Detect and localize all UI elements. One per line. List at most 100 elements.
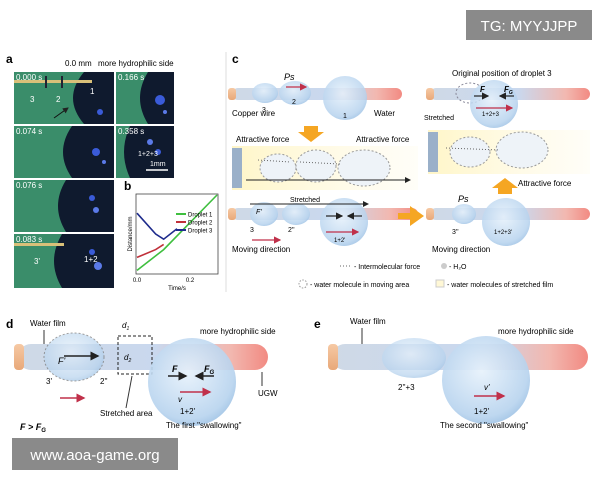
flow-arrow-right bbox=[398, 206, 424, 226]
force-f-label: F bbox=[172, 364, 178, 374]
hydrophilic-label: more hydrophilic side bbox=[200, 327, 276, 336]
droplet-2-label: 2 bbox=[292, 99, 296, 106]
intermolecular-line bbox=[299, 161, 341, 165]
wire-e-tip bbox=[328, 344, 338, 370]
merged-label-e: 1+2' bbox=[474, 407, 490, 416]
attractive-force-label-right: Attractive force bbox=[356, 135, 410, 144]
droplet-2pp-3 bbox=[382, 338, 446, 378]
panel-c-label: c bbox=[232, 52, 239, 66]
legend-intermolecular: - Intermolecular force bbox=[354, 264, 420, 271]
legend-moving-swatch bbox=[298, 279, 308, 289]
ugw-label: UGW bbox=[258, 389, 278, 398]
wire-bottom-right bbox=[426, 198, 590, 246]
frame-time: 0.083 s bbox=[16, 235, 42, 244]
stretched-label-2: Stretched bbox=[290, 197, 320, 204]
panel-c: c Ps Copper wire Water 3 2 1 Original po… bbox=[228, 52, 590, 289]
droplet-label: 3' bbox=[34, 257, 40, 266]
legend-moving: - water molecule in moving area bbox=[310, 282, 409, 289]
legend-h2o-swatch bbox=[441, 263, 447, 269]
droplet-3prime bbox=[43, 332, 105, 382]
x-axis-label: Time/s bbox=[168, 286, 186, 292]
panel-d-caption: The first "swallowing" bbox=[166, 421, 242, 430]
original-position-label: Original position of droplet 3 bbox=[452, 69, 552, 78]
stretched-area-pointer bbox=[125, 375, 133, 409]
moving-direction-label: Moving direction bbox=[232, 245, 290, 254]
panel-a: a 0.0 mm more hydrophilic side 0.000 s 3… bbox=[6, 52, 174, 288]
droplet-1-label: 1 bbox=[343, 113, 347, 120]
droplet-2pp-label: 2'' bbox=[100, 377, 108, 386]
water-film-label: Water film bbox=[30, 319, 66, 328]
watermark-top: TG: MYYJJPP bbox=[466, 10, 592, 40]
legend-entry-1: Droplet 1 bbox=[188, 213, 213, 219]
panel-e-caption: The second "swallowing" bbox=[440, 421, 529, 430]
droplet-3-label-b: 3 bbox=[250, 227, 254, 234]
flow-arrow-up bbox=[492, 178, 518, 194]
droplet-label: 1+2 bbox=[84, 255, 98, 264]
merged-123-label: 1+2+3 bbox=[482, 112, 500, 118]
frame-time: 0.358 s bbox=[118, 127, 144, 136]
attractive-force-label-2: Attractive force bbox=[518, 179, 572, 188]
wire-top-right bbox=[426, 80, 590, 128]
fprime-label: F' bbox=[58, 356, 65, 366]
wire-bottom-left bbox=[228, 198, 418, 246]
frame-4: 0.076 s bbox=[14, 180, 114, 232]
watermark-top-text: TG: MYYJJPP bbox=[481, 18, 578, 35]
merged-left-label: 2''+3 bbox=[398, 383, 415, 392]
watermark-bottom: www.aoa-game.org bbox=[12, 438, 178, 470]
force-fg-label: FG bbox=[204, 364, 215, 376]
force-fprime-label: F' bbox=[256, 209, 262, 216]
droplet-label: 2 bbox=[56, 95, 61, 104]
droplet-3pp-label: 3'' bbox=[452, 229, 459, 236]
water-label: Water bbox=[374, 109, 395, 118]
panel-d-label: d bbox=[6, 317, 13, 331]
flow-arrow-down bbox=[298, 126, 324, 142]
frame-time: 0.074 s bbox=[16, 127, 42, 136]
ps-label-2: Ps bbox=[458, 194, 469, 204]
panel-a-header-left: 0.0 mm bbox=[65, 59, 92, 68]
water-film-label-e: Water film bbox=[350, 317, 386, 326]
legend-stretched-swatch bbox=[435, 279, 445, 288]
droplet-2pp-label: 2'' bbox=[288, 227, 295, 234]
chart-series-group bbox=[136, 194, 218, 272]
series-line-2 bbox=[136, 243, 165, 259]
droplet-3-label: 3 bbox=[262, 107, 266, 114]
series-line-1 bbox=[136, 194, 218, 272]
panel-a-header-right: more hydrophilic side bbox=[98, 59, 174, 68]
merged-123b-label: 1+2+3' bbox=[494, 230, 512, 236]
plot-frame bbox=[135, 193, 219, 275]
force-f-label: F bbox=[480, 85, 486, 94]
velocity-label: v bbox=[178, 395, 183, 404]
vprime-label: v' bbox=[484, 383, 490, 392]
ps-label: Ps bbox=[284, 72, 295, 82]
series-line-3 bbox=[136, 212, 178, 241]
scale-label: 1mm bbox=[150, 161, 166, 168]
merged-label: 1+2+3 bbox=[138, 151, 158, 158]
intermolecular-line bbox=[445, 147, 501, 151]
droplet-label: 1 bbox=[90, 87, 95, 96]
droplet-3prime-label: 3' bbox=[46, 377, 52, 386]
d2-label: d2 bbox=[124, 353, 131, 364]
legend-entry-3: Droplet 3 bbox=[188, 229, 213, 235]
molecular-film-diagram bbox=[232, 146, 418, 190]
inequality-label: F > FG bbox=[20, 422, 46, 434]
frame-time: 0.000 s bbox=[16, 73, 42, 82]
droplet-merged bbox=[148, 338, 236, 426]
frame-0: 0.000 s 3 2 1 bbox=[14, 72, 114, 124]
legend-h2o: - H₂O bbox=[449, 264, 467, 271]
panel-e: e Water film more hydrophilic side 2''+3… bbox=[314, 317, 588, 430]
frame-time: 0.166 s bbox=[118, 73, 144, 82]
stretched-area-label: Stretched area bbox=[100, 409, 153, 418]
stretched-label: Stretched bbox=[424, 115, 454, 122]
molecular-film-diagram-right bbox=[428, 130, 590, 174]
pointer-arrow bbox=[53, 107, 69, 119]
droplet-label: 3 bbox=[30, 95, 35, 104]
panel-b-label: b bbox=[124, 179, 131, 193]
force-fg-label: FG bbox=[504, 85, 513, 96]
stretched-area-box bbox=[117, 335, 153, 375]
wire-top-left bbox=[228, 76, 402, 120]
merged-12-label: 1+2' bbox=[334, 238, 345, 244]
frame-2: 0.074 s bbox=[14, 126, 114, 178]
panel-a-label: a bbox=[6, 52, 13, 66]
panel-d: d Water film more hydrophilic side d1 d2… bbox=[6, 317, 278, 434]
